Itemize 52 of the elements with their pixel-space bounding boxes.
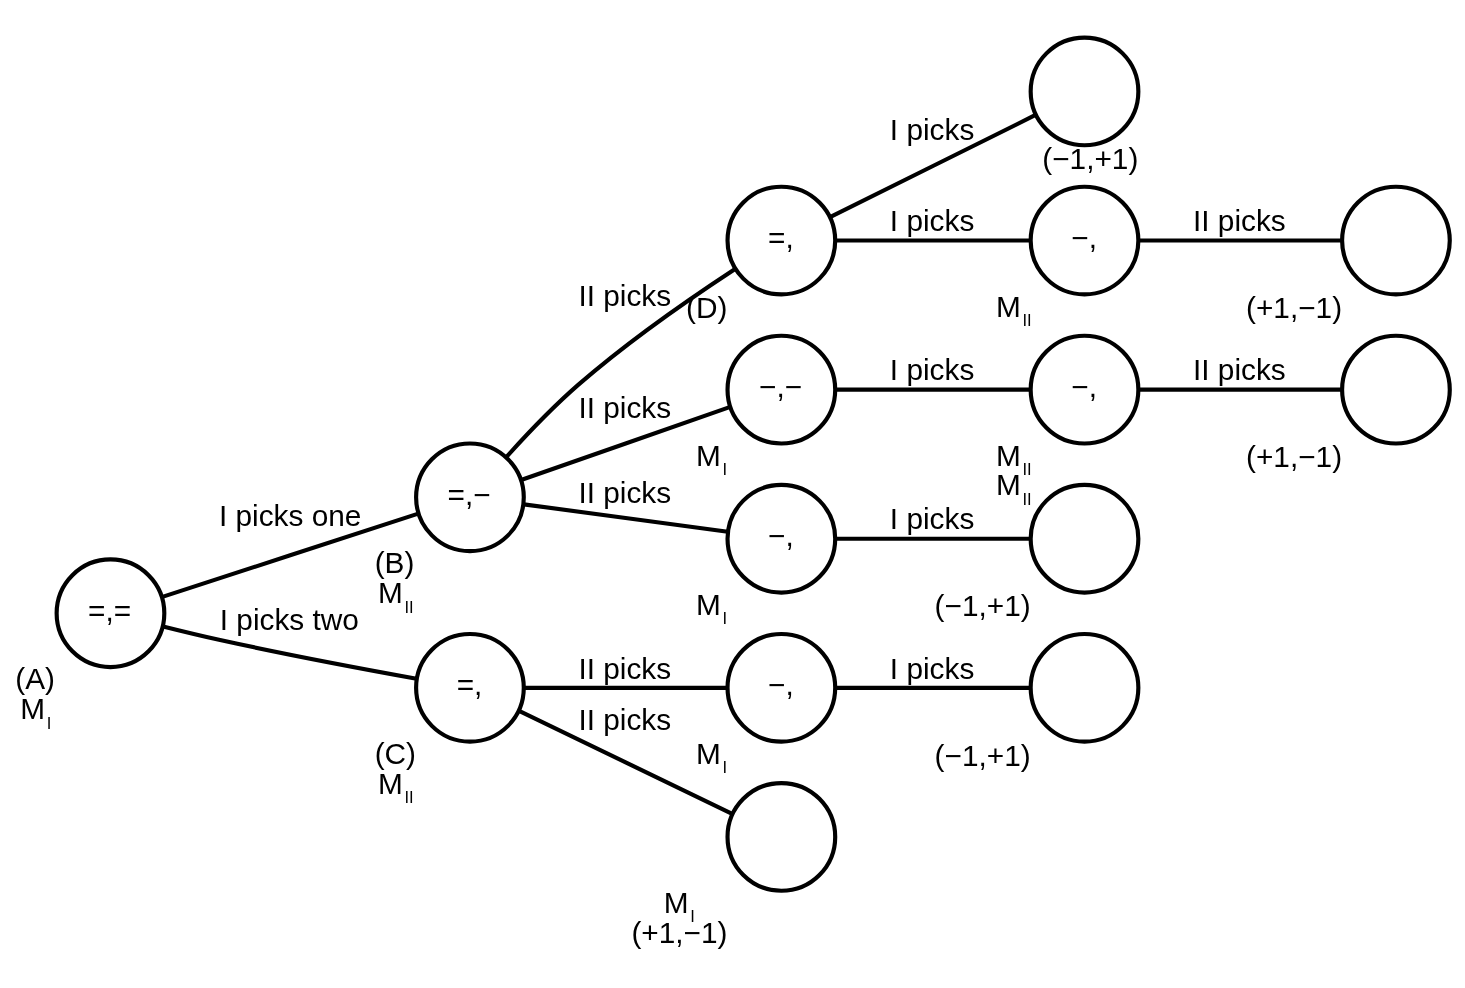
connector — [1138, 387, 1342, 392]
edge-label: I picks one — [218, 499, 362, 533]
edge-label: I picks two — [219, 603, 359, 637]
node-circle — [725, 781, 838, 893]
edge-label: I picks — [889, 204, 975, 238]
connector — [523, 502, 728, 534]
node-circle: −, — [725, 631, 838, 744]
connector — [161, 511, 419, 599]
node-label: (+1,−1) — [1246, 291, 1343, 325]
node-label: M$_{I}$ — [696, 438, 728, 480]
node-circle — [1340, 333, 1452, 446]
node-label: (+1,−1) — [1246, 440, 1343, 474]
edge-label: I picks — [889, 651, 975, 685]
connector — [829, 113, 1037, 219]
node-circle: =, — [725, 184, 838, 297]
connector — [835, 685, 1031, 690]
connector — [504, 267, 736, 459]
node-label: (−1,+1) — [934, 589, 1031, 623]
connector — [518, 708, 734, 816]
connector — [835, 238, 1031, 243]
node-circle — [1028, 35, 1141, 148]
edge-label: I picks — [889, 502, 975, 536]
edge-label: I picks — [889, 113, 975, 147]
node-label: (−1,+1) — [934, 738, 1031, 772]
node-circle: =, — [414, 631, 526, 744]
edge-label: II picks — [578, 702, 672, 736]
node-circle: =,= — [54, 557, 167, 670]
node-circle: −, — [1028, 333, 1141, 446]
node-circle: −,− — [725, 333, 838, 446]
connector — [523, 685, 728, 690]
node-circle — [1028, 631, 1141, 744]
edge-label: II picks — [1193, 353, 1286, 387]
connector — [835, 387, 1031, 392]
connector — [162, 624, 417, 681]
connector — [835, 536, 1031, 541]
node-circle — [1028, 482, 1141, 595]
edge-label: II picks — [578, 475, 672, 509]
node-label: (D) — [686, 291, 728, 325]
node-circle: −, — [725, 482, 838, 595]
node-label: (−1,+1) — [1042, 142, 1139, 176]
node-circle — [1340, 184, 1452, 297]
edge-label: II picks — [578, 278, 672, 312]
connector — [1138, 238, 1342, 243]
edge-label: I picks — [889, 353, 975, 387]
node-label: M$_{I}$ — [696, 587, 728, 629]
node-label: M$_{I}$ — [696, 736, 728, 778]
edge-label: II picks — [578, 391, 672, 425]
edge-label: II picks — [578, 651, 672, 685]
node-circle: −, — [1028, 184, 1141, 297]
edge-label: II picks — [1193, 204, 1286, 238]
connector — [520, 404, 731, 482]
node-circle: =,− — [414, 441, 526, 554]
